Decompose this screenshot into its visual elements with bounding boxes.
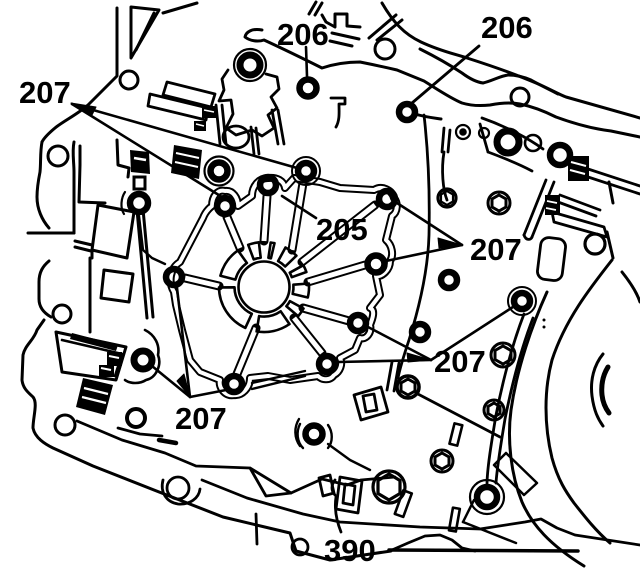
svg-text:205: 205 xyxy=(316,212,368,247)
svg-text:207: 207 xyxy=(175,401,227,436)
svg-text:206: 206 xyxy=(481,10,533,45)
svg-text:207: 207 xyxy=(434,344,486,379)
svg-text:206: 206 xyxy=(277,17,329,52)
svg-text:207: 207 xyxy=(470,232,522,267)
svg-text:390: 390 xyxy=(324,533,376,568)
svg-text:207: 207 xyxy=(19,75,71,110)
